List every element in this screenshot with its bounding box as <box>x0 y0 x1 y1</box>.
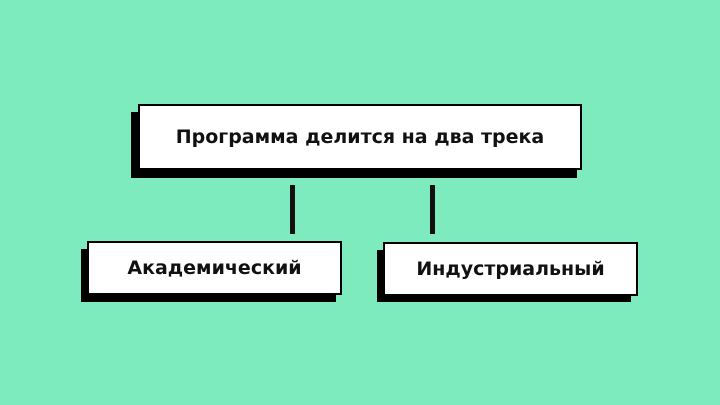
root-node: Программа делится на два трека <box>138 104 582 170</box>
connector-right <box>430 185 435 234</box>
connector-left <box>290 185 295 234</box>
root-node-label: Программа делится на два трека <box>175 126 545 148</box>
child-node-academic: Академический <box>87 241 342 295</box>
child-node-industrial: Индустриальный <box>383 242 638 296</box>
child-node-academic-label: Академический <box>127 257 302 279</box>
child-node-industrial-label: Индустриальный <box>416 258 605 280</box>
